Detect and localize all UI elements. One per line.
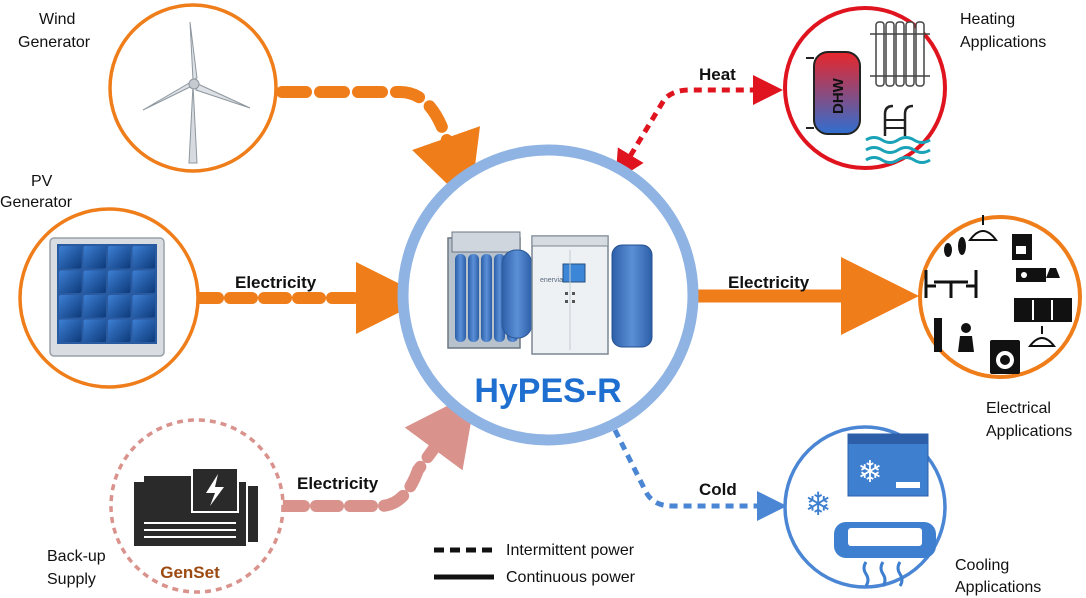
wind-label-line1: Wind xyxy=(39,11,75,28)
cooling-applications: ❄ ❄ xyxy=(783,425,947,589)
snowflake-small-icon: ❄ xyxy=(805,485,832,523)
heat-label: Heat xyxy=(699,65,736,84)
heating-label-line1: Heating xyxy=(960,11,1015,28)
legend-continuous-label: Continuous power xyxy=(506,569,636,586)
backup-label-line2: Supply xyxy=(47,571,96,588)
wind-turbine-icon xyxy=(142,21,251,164)
backup-label-line1: Back-up xyxy=(47,548,106,565)
genset-icon xyxy=(134,467,258,546)
solar-panel-cells xyxy=(59,246,155,342)
cabinet-brand: enervia xyxy=(540,277,563,284)
pv-electricity-label: Electricity xyxy=(235,273,317,292)
backup-electricity-label: Electricity xyxy=(297,474,379,493)
solar-cell xyxy=(108,295,131,318)
electrical-applications xyxy=(918,215,1082,379)
cold-label: Cold xyxy=(699,480,737,499)
lightning-icon xyxy=(206,474,224,506)
legend-intermittent-label: Intermittent power xyxy=(506,542,635,559)
electrical-label-line1: Electrical xyxy=(986,400,1051,417)
kitchen-unit-icon xyxy=(1014,298,1072,322)
dhw-label: DHW xyxy=(830,77,847,114)
backup-flow-arrow xyxy=(276,391,477,512)
solar-cell xyxy=(108,246,131,269)
pv-label-line1: PV xyxy=(31,173,53,190)
solar-cell xyxy=(83,270,106,293)
solar-cell xyxy=(132,270,155,293)
solar-cell xyxy=(59,270,82,293)
hydrogen-storage-rack-icon xyxy=(447,231,521,349)
air-conditioner-icon xyxy=(834,522,936,587)
solar-cell xyxy=(108,270,131,293)
heating-label-line2: Applications xyxy=(960,34,1046,51)
heat-flow-arrow xyxy=(615,75,783,181)
solar-cell xyxy=(59,295,82,318)
pressure-vessel-icon xyxy=(501,249,533,339)
microwave-icon xyxy=(1016,268,1046,282)
genset-label: GenSet xyxy=(160,563,220,582)
cooling-label-line2: Applications xyxy=(955,579,1041,596)
ceiling-lamp-icon xyxy=(968,215,998,241)
radiator-icon xyxy=(870,21,930,87)
solar-cell xyxy=(83,246,106,269)
utensil-icon xyxy=(944,243,952,257)
solar-cell xyxy=(132,246,155,269)
center-title: HyPES-R xyxy=(474,372,621,410)
hypes-r-system: enervia HyPES-R xyxy=(397,144,699,446)
snowflake-icon: ❄ xyxy=(857,455,882,490)
dhw-tank-icon: DHW xyxy=(806,51,861,135)
water-tank-icon xyxy=(611,244,653,348)
solar-cell xyxy=(132,295,155,318)
solar-cell xyxy=(59,246,82,269)
solar-cell xyxy=(59,319,82,342)
heating-applications: DHW xyxy=(783,6,947,170)
wind-label-line2: Generator xyxy=(18,34,91,51)
solar-cell xyxy=(83,295,106,318)
out-electricity-label: Electricity xyxy=(728,273,810,292)
electrolyser-cabinet-icon: enervia xyxy=(531,235,609,355)
pv-label-line2: Generator xyxy=(0,194,73,211)
tv-icon xyxy=(934,318,942,352)
dining-table-icon xyxy=(924,270,978,298)
cooling-label-line1: Cooling xyxy=(955,557,1009,574)
swimming-pool-icon xyxy=(865,104,931,164)
solar-cell xyxy=(108,319,131,342)
pendant-lamp-icon xyxy=(1027,326,1057,347)
freezer-icon: ❄ xyxy=(847,433,929,497)
backup-supply: GenSet xyxy=(109,418,285,594)
solar-cell xyxy=(132,319,155,342)
legend: Intermittent power Continuous power xyxy=(434,542,636,586)
wind-flow-arrow xyxy=(276,86,481,206)
solar-cell xyxy=(83,319,106,342)
electrical-label-line2: Applications xyxy=(986,423,1072,440)
pv-generator xyxy=(18,207,200,389)
appliances-icons xyxy=(924,215,1072,374)
person-icon xyxy=(961,323,971,333)
range-hood-icon xyxy=(1046,268,1060,278)
wind-generator xyxy=(108,3,278,173)
cold-flow-arrow xyxy=(612,428,787,521)
